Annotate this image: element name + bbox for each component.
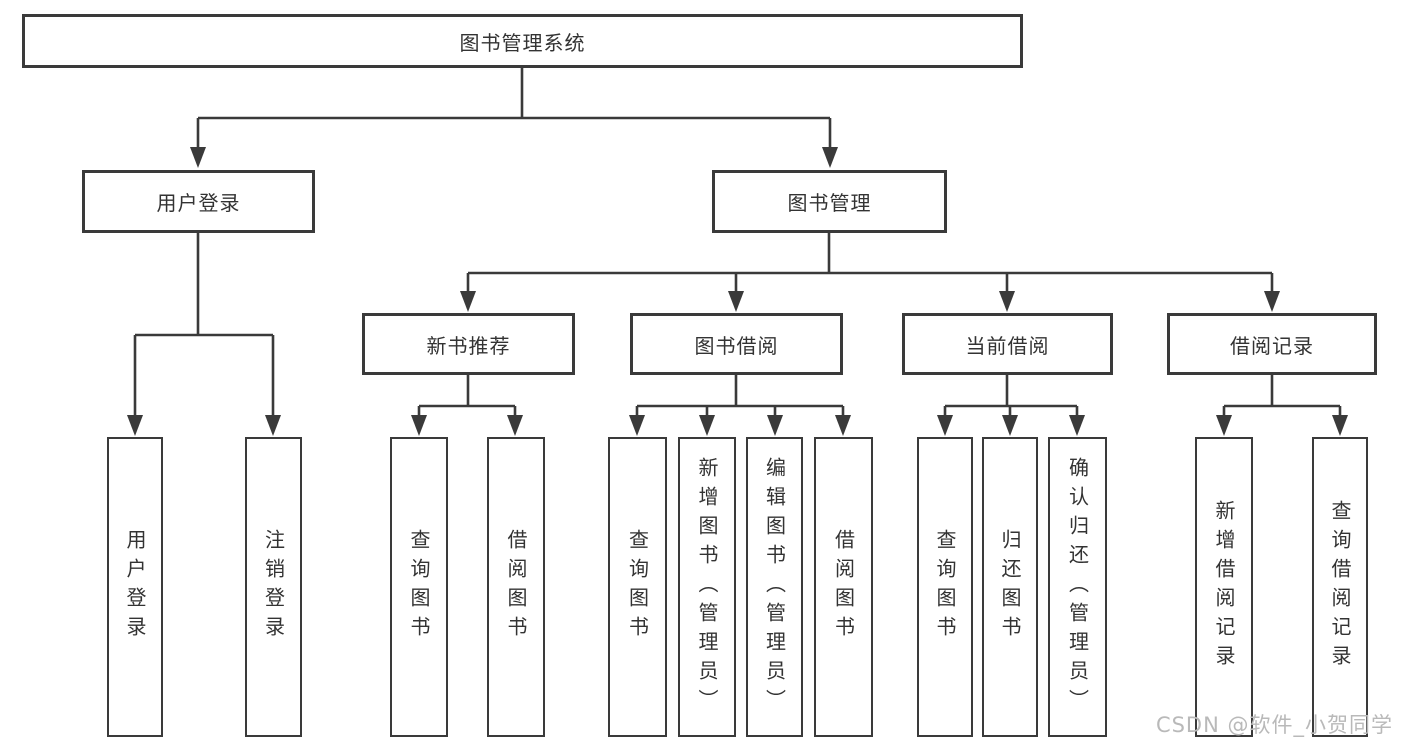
leaf-add-book-admin: 新增图书（管理员） — [678, 437, 736, 737]
leaf-borrow-books: 借阅图书 — [814, 437, 873, 737]
leaf-query-borrow-record-label: 查询借阅记录 — [1328, 500, 1352, 674]
node-new-book-recommend: 新书推荐 — [362, 313, 575, 375]
leaf-query-borrow-record: 查询借阅记录 — [1312, 437, 1368, 737]
leaf-borrow-books-recommend: 借阅图书 — [487, 437, 545, 737]
leaf-user-login-label: 用户登录 — [123, 529, 147, 645]
leaf-return-book: 归还图书 — [982, 437, 1038, 737]
node-borrowing-records: 借阅记录 — [1167, 313, 1377, 375]
leaf-add-borrow-record-label: 新增借阅记录 — [1212, 500, 1236, 674]
leaf-borrow-books-recommend-label: 借阅图书 — [504, 529, 528, 645]
leaf-edit-book-admin: 编辑图书（管理员） — [746, 437, 803, 737]
leaf-logout: 注销登录 — [245, 437, 302, 737]
node-book-management: 图书管理 — [712, 170, 947, 233]
leaf-query-books-current-label: 查询图书 — [933, 529, 957, 645]
leaf-borrow-books-label: 借阅图书 — [831, 529, 856, 645]
csdn-watermark: CSDN @软件_小贺同学 — [1155, 713, 1393, 737]
leaf-return-book-label: 归还图书 — [998, 529, 1022, 645]
leaf-query-books-borrowing: 查询图书 — [608, 437, 667, 737]
leaf-user-login: 用户登录 — [107, 437, 163, 737]
leaf-add-borrow-record: 新增借阅记录 — [1195, 437, 1253, 737]
node-user-login: 用户登录 — [82, 170, 315, 233]
leaf-confirm-return-admin: 确认归还（管理员） — [1048, 437, 1107, 737]
leaf-edit-book-admin-label: 编辑图书（管理员） — [762, 456, 787, 718]
leaf-query-books-current: 查询图书 — [917, 437, 973, 737]
node-current-borrowing: 当前借阅 — [902, 313, 1113, 375]
leaf-add-book-admin-label: 新增图书（管理员） — [695, 456, 719, 718]
leaf-logout-label: 注销登录 — [261, 529, 286, 645]
leaf-query-books-recommend: 查询图书 — [390, 437, 448, 737]
leaf-query-books-borrowing-label: 查询图书 — [625, 529, 650, 645]
node-book-borrowing: 图书借阅 — [630, 313, 843, 375]
leaf-query-books-recommend-label: 查询图书 — [407, 529, 431, 645]
leaf-confirm-return-admin-label: 确认归还（管理员） — [1065, 456, 1090, 718]
node-root: 图书管理系统 — [22, 14, 1023, 68]
